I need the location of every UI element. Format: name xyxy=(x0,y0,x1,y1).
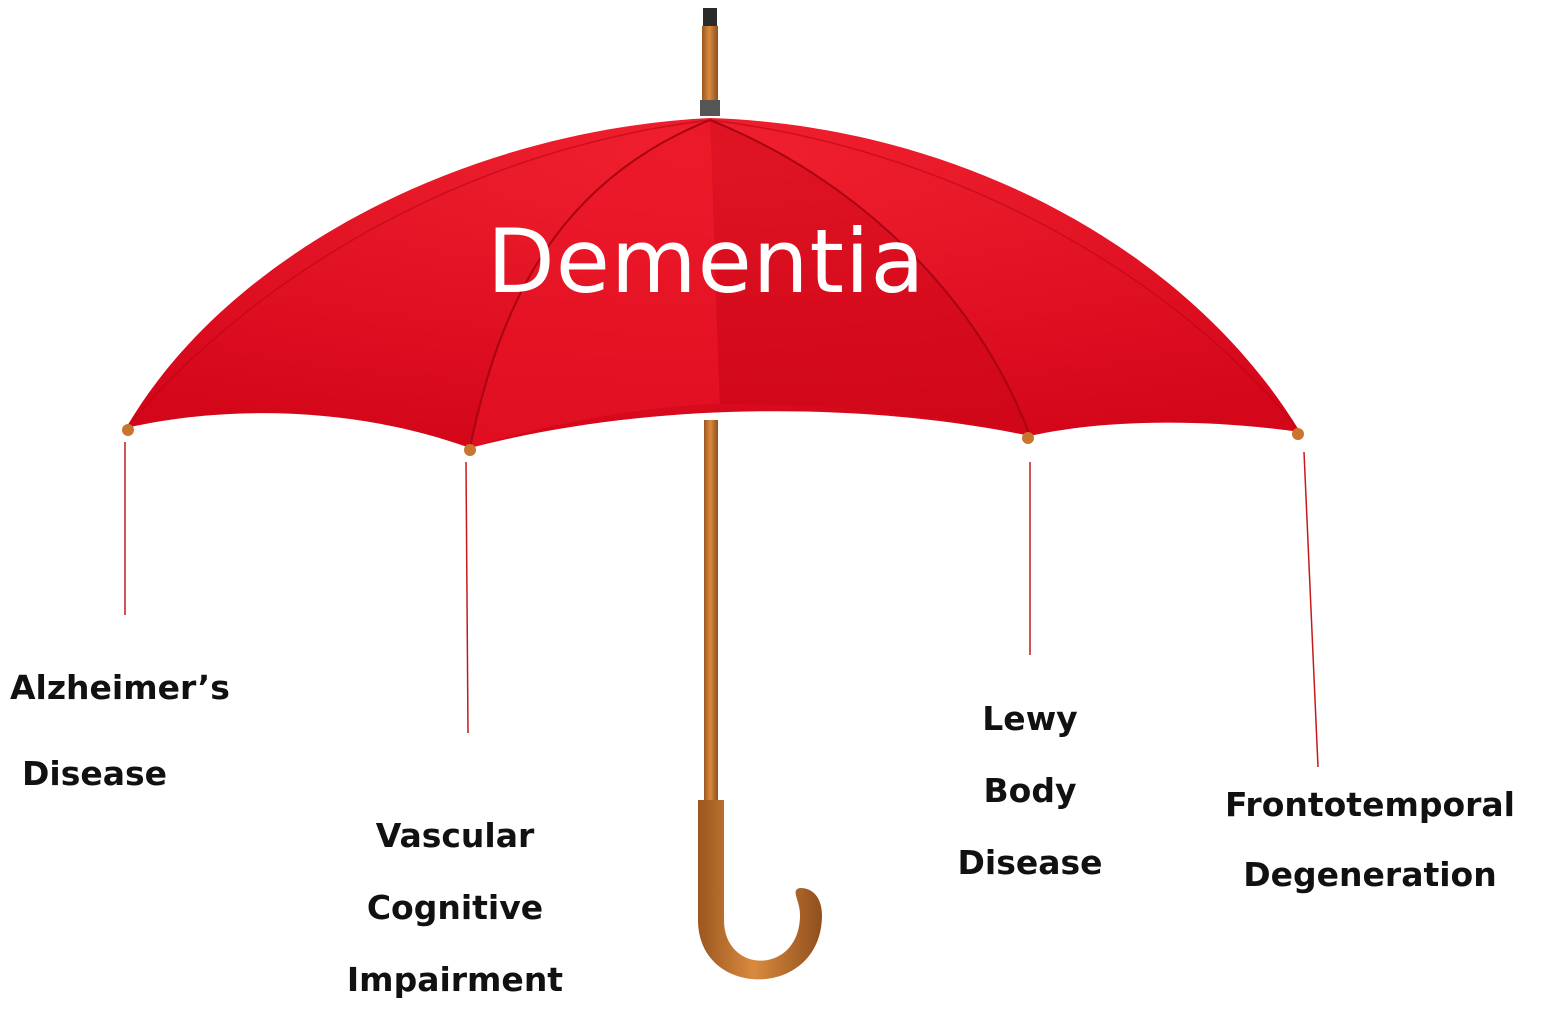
diagram-title: Dementia xyxy=(487,210,925,313)
label-line: Disease xyxy=(940,827,1120,899)
umbrella-top-shaft xyxy=(702,26,718,106)
rib-tip xyxy=(1292,428,1304,440)
rib-tip xyxy=(464,444,476,456)
label-line: Alzheimer’s xyxy=(10,645,230,731)
label-line: Vascular xyxy=(335,800,575,872)
label-line: Cognitive xyxy=(335,872,575,944)
umbrella-handle xyxy=(698,800,822,979)
umbrella-tip xyxy=(703,8,717,28)
label-line: Degeneration xyxy=(1200,840,1540,910)
label-line: Lewy xyxy=(940,683,1120,755)
label-line: Frontotemporal xyxy=(1200,770,1540,840)
label-vascular: Vascular Cognitive Impairment xyxy=(335,800,575,1016)
label-line: Body xyxy=(940,755,1120,827)
connector-line-frontotemporal xyxy=(1304,452,1318,767)
label-frontotemporal: Frontotemporal Degeneration xyxy=(1200,770,1540,910)
rib-tip xyxy=(1022,432,1034,444)
umbrella-top-ferrule xyxy=(700,100,720,116)
umbrella-shaft xyxy=(704,420,718,810)
connector-line-vascular xyxy=(466,462,468,733)
label-lewy: Lewy Body Disease xyxy=(940,683,1120,899)
label-alzheimers: Alzheimer’s Disease xyxy=(10,645,230,817)
label-line: Impairment xyxy=(335,944,575,1016)
rib-tip xyxy=(122,424,134,436)
label-line: Disease xyxy=(22,731,230,817)
